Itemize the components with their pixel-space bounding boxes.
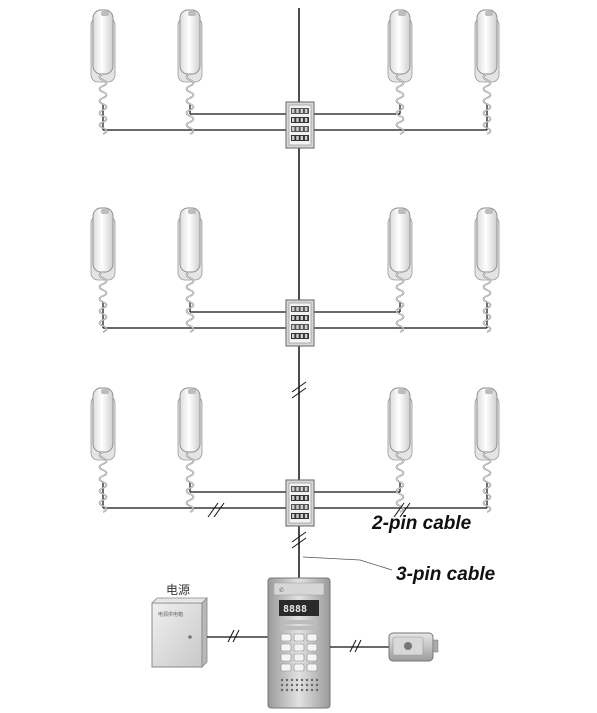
indoor-handset bbox=[474, 387, 500, 513]
floor-distributor bbox=[285, 299, 315, 347]
svg-text:✆: ✆ bbox=[279, 587, 284, 594]
indoor-handset bbox=[177, 207, 203, 333]
keypad-button bbox=[306, 643, 318, 652]
door-panel-keypad bbox=[280, 633, 318, 672]
keypad-button bbox=[306, 653, 318, 662]
floor-group bbox=[90, 207, 500, 347]
three-pin-cable-label: 3-pin cable bbox=[396, 564, 496, 585]
floor-group bbox=[90, 9, 500, 149]
riser-hash-marks bbox=[291, 381, 307, 549]
indoor-handset bbox=[90, 387, 116, 513]
keypad-button bbox=[293, 633, 305, 642]
indoor-handset bbox=[474, 9, 500, 135]
floor-distributor bbox=[285, 479, 315, 527]
door-panel-speaker-grille bbox=[280, 678, 319, 692]
keypad-button bbox=[280, 663, 292, 672]
indoor-handset bbox=[177, 9, 203, 135]
indoor-handset bbox=[387, 387, 413, 513]
indoor-handset bbox=[387, 9, 413, 135]
indoor-handset bbox=[90, 9, 116, 135]
indoor-handset bbox=[177, 387, 203, 513]
keypad-button bbox=[306, 633, 318, 642]
floor-distributor bbox=[285, 101, 315, 149]
electric-lock bbox=[388, 632, 439, 662]
door-station-panel: ✆ 8888 bbox=[267, 577, 331, 709]
keypad-button bbox=[306, 663, 318, 672]
keypad-button bbox=[293, 653, 305, 662]
keypad-button bbox=[293, 643, 305, 652]
keypad-button bbox=[293, 663, 305, 672]
bus-hash-marks bbox=[207, 502, 411, 518]
two-pin-cable-label: 2-pin cable bbox=[371, 513, 472, 534]
keypad-button bbox=[280, 633, 292, 642]
three-pin-cable-leader bbox=[302, 556, 393, 571]
power-supply-label: 电源 bbox=[166, 583, 190, 597]
indoor-handset bbox=[387, 207, 413, 333]
keypad-button bbox=[280, 643, 292, 652]
indoor-handset bbox=[474, 207, 500, 333]
indoor-handset bbox=[90, 207, 116, 333]
door-panel-display: 8888 bbox=[283, 604, 307, 615]
keypad-button bbox=[280, 653, 292, 662]
floor-group bbox=[90, 387, 500, 527]
power-supply-box: 电源供电箱 bbox=[151, 597, 208, 668]
power-supply-plate-text: 电源供电箱 bbox=[158, 611, 183, 618]
